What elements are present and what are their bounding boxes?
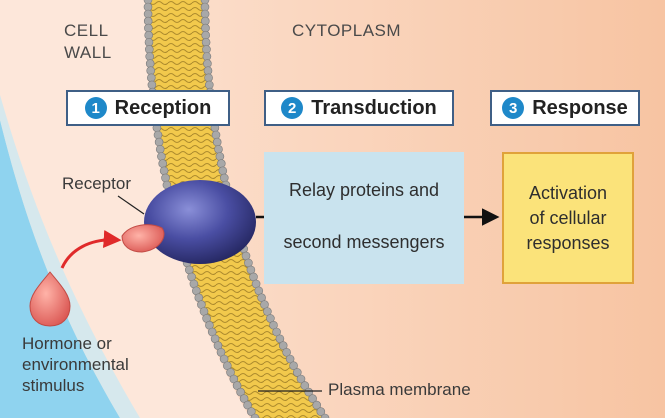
phospholipid-head [211, 130, 221, 140]
stimulus-label-line3: stimulus [22, 376, 85, 395]
relay-label-line1: Relay proteins and [288, 180, 440, 200]
relay-proteins-box [264, 152, 464, 284]
phospholipid-head [275, 334, 285, 344]
stage-number-badge: 3 [502, 97, 525, 119]
phospholipid-head [202, 45, 211, 54]
response-box: Activation of cellular responses [502, 152, 634, 284]
phospholipid-head [278, 341, 288, 350]
phospholipid-head [155, 145, 165, 154]
phospholipid-head [239, 394, 249, 403]
response-label-line1: Activation [528, 182, 608, 203]
cell-wall-label-line2: WALL [64, 43, 112, 62]
phospholipid-head [202, 52, 212, 61]
stimulus-label-line1: Hormone or [22, 334, 112, 353]
phospholipid-head [236, 387, 245, 397]
phospholipid-head [147, 73, 156, 83]
stimulus-label-line2: environmental [22, 355, 129, 374]
phospholipid-head [272, 327, 281, 337]
phospholipid-head [215, 152, 225, 161]
stage-number-badge: 1 [84, 97, 107, 119]
phospholipid-head [316, 407, 326, 416]
phospholipid-head [282, 347, 291, 357]
phospholipid-head [161, 173, 170, 183]
phospholipid-head [201, 30, 210, 40]
cell-wall-label-line1: CELL [64, 21, 109, 40]
phospholipid-head [205, 80, 214, 90]
phospholipid-head [243, 400, 252, 410]
phospholipid-head [153, 130, 163, 140]
phospholipid-head [289, 361, 298, 371]
phospholipid-head [201, 37, 211, 47]
phospholipid-head [214, 145, 223, 154]
relay-label-line2: second messengers [283, 232, 445, 252]
phospholipid-head [144, 30, 153, 40]
stage-response: 3 Response [490, 90, 640, 126]
phospholipid-head [304, 387, 314, 397]
phospholipid-head [200, 9, 210, 19]
receptor-label: Receptor [62, 174, 131, 193]
phospholipid-head [300, 381, 310, 390]
phospholipid-head [154, 137, 164, 147]
cell-wall-label: CELL WALL [64, 20, 112, 64]
stage-transduction: 2 Transduction [264, 90, 454, 126]
receptor-leader-line [117, 195, 145, 215]
phospholipid-head [217, 159, 226, 168]
plasma-membrane-label: Plasma membrane [328, 380, 471, 399]
phospholipid-head [145, 59, 155, 68]
phospholipid-head [312, 400, 322, 410]
phospholipid-head [296, 374, 306, 384]
phospholipid-head [145, 52, 154, 61]
bound-signal-molecule [121, 224, 165, 253]
receptor-protein [144, 180, 256, 264]
signal-arrow [60, 230, 122, 269]
phospholipid-head [157, 152, 166, 161]
phospholipid-head [159, 166, 169, 176]
phospholipid-head [144, 23, 153, 33]
phospholipid-head [158, 159, 167, 168]
phospholipid-head [204, 73, 213, 83]
phospholipid-head [147, 80, 157, 90]
phospholipid-head [292, 368, 302, 377]
phospholipid-head [250, 413, 260, 418]
response-label-line3: responses [526, 232, 610, 253]
phospholipid-head [220, 173, 229, 183]
phospholipid-head [143, 9, 153, 19]
stage-reception: 1 Reception [66, 90, 230, 126]
response-label-line2: of cellular [529, 207, 607, 228]
stage-number-badge: 2 [281, 97, 304, 119]
phospholipid-head [308, 394, 317, 403]
phospholipid-head [320, 413, 330, 418]
stimulus-label: Hormone or environmental stimulus [22, 333, 129, 396]
phospholipid-head [218, 166, 228, 176]
phospholipid-head [146, 66, 155, 75]
phospholipid-head [203, 66, 213, 75]
phospholipid-head [201, 23, 210, 33]
phospholipid-head [285, 354, 295, 364]
phospholipid-head [203, 59, 212, 68]
phospholipid-head [247, 407, 256, 416]
stage-label: Response [532, 96, 628, 119]
outside-region [0, 120, 120, 418]
phospholipid-head [145, 45, 154, 54]
phospholipid-head [144, 37, 154, 47]
hormone-drop [29, 271, 71, 327]
phospholipid-head [212, 137, 222, 147]
stage-label: Reception [114, 96, 212, 119]
phospholipid-head [232, 381, 242, 390]
stage-label: Transduction [311, 96, 437, 119]
cytoplasm-label: CYTOPLASM [292, 21, 402, 40]
